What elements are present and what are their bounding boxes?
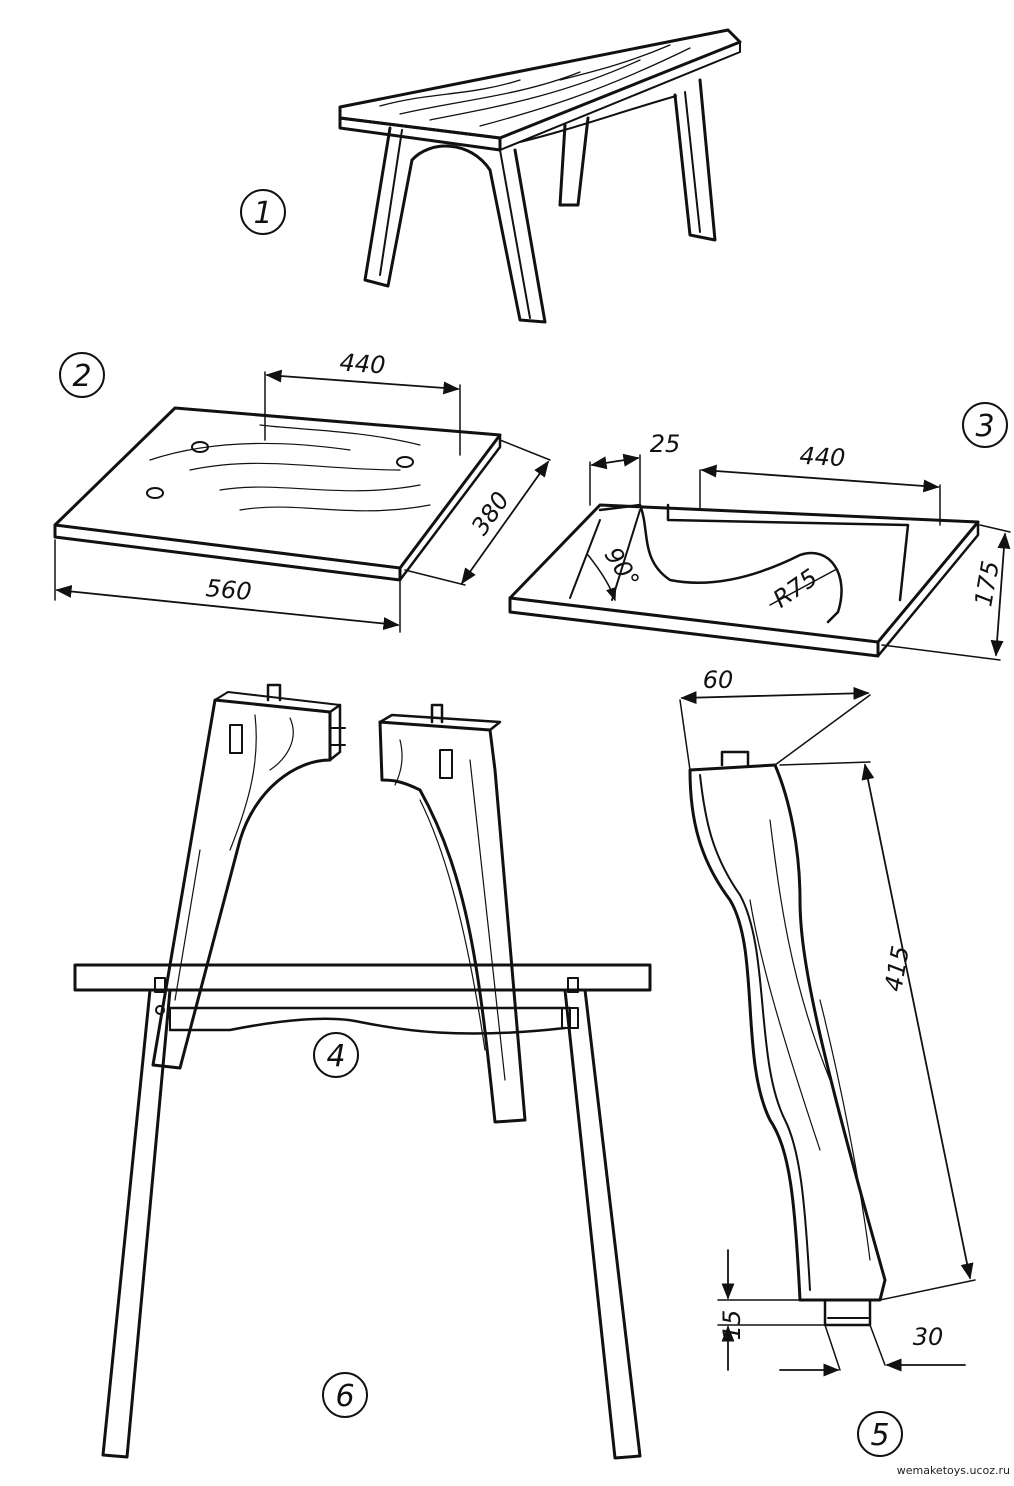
figure-3-dim-440: 440	[799, 442, 846, 472]
figure-3-dim-25: 25	[650, 430, 681, 458]
figure-6-front-elevation	[73, 963, 652, 1460]
figure-5-dim-15: 15	[718, 1310, 746, 1341]
figure-2-dim-length-440: 440	[339, 348, 387, 379]
figure-5-dim-60: 60	[703, 666, 734, 694]
figure-3-label: 3	[962, 402, 1008, 448]
figure-2-label: 2	[59, 352, 105, 398]
figure-2-number: 2	[72, 359, 91, 394]
figure-1-assembled-bench	[338, 28, 742, 324]
figure-2-dim-length-560: 560	[205, 574, 253, 606]
figure-5-leg-side-view	[679, 686, 976, 1377]
figure-1-label: 1	[240, 189, 286, 235]
figure-3-angle-90: 90°	[599, 542, 645, 593]
figure-3-radius-r75: R75	[768, 563, 823, 613]
figure-1-number: 1	[253, 196, 272, 231]
figure-4-label: 4	[313, 1032, 359, 1078]
figure-5-number: 5	[870, 1418, 889, 1453]
watermark: wemaketoys.ucoz.ru	[896, 1464, 1010, 1477]
figure-4-number: 4	[326, 1039, 345, 1074]
figure-3-number: 3	[975, 409, 994, 444]
figure-2-dim-width-380: 380	[466, 487, 515, 541]
figure-6-number: 6	[335, 1379, 354, 1414]
figure-3-leg-frame	[508, 453, 1011, 661]
figure-5-dim-30: 30	[913, 1323, 944, 1351]
figure-4-leg-pair	[151, 683, 527, 1124]
figure-5-label: 5	[857, 1411, 903, 1457]
figure-6-label: 6	[322, 1372, 368, 1418]
figure-2-seat-board	[53, 369, 551, 633]
